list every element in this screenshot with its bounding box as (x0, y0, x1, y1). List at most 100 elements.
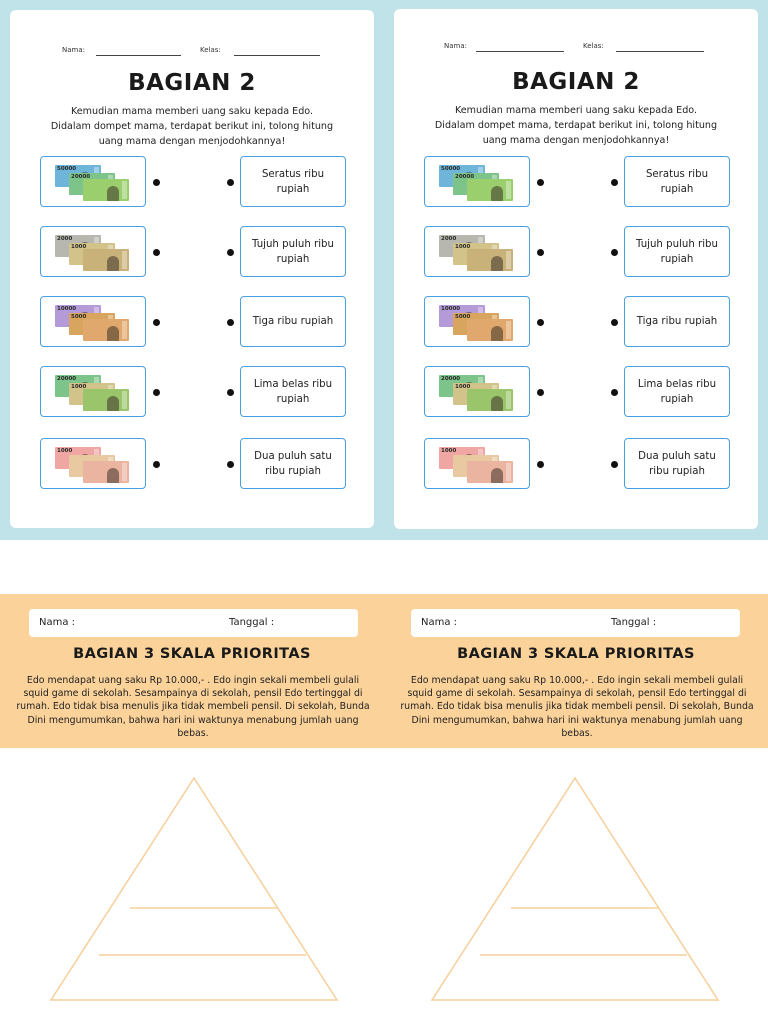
match-dot-left[interactable] (537, 389, 544, 396)
portrait-icon (107, 186, 119, 201)
name-label: Nama: (62, 46, 85, 54)
name-date-bar[interactable]: Nama : Tanggal : (411, 609, 740, 637)
banknote-illustration: 20000 1000 (437, 373, 515, 412)
class-line[interactable] (616, 51, 704, 52)
date-label: Tanggal : (229, 617, 275, 628)
match-dot-right[interactable] (611, 461, 618, 468)
banknote (83, 179, 129, 201)
class-line[interactable] (234, 55, 320, 56)
portrait-icon (491, 396, 503, 411)
banknote-value: 1000 (71, 384, 87, 390)
match-dot-left[interactable] (153, 461, 160, 468)
match-dot-left[interactable] (537, 249, 544, 256)
portrait-icon (107, 468, 119, 483)
security-stripe (122, 321, 127, 339)
portrait-icon (107, 396, 119, 411)
match-dot-right[interactable] (611, 249, 618, 256)
banknote (83, 319, 129, 341)
priority-story: Edo mendapat uang saku Rp 10.000,- . Edo… (400, 675, 754, 739)
answer-box: Tujuh puluh ribu rupiah (240, 226, 346, 277)
priority-title: BAGIAN 3 SKALA PRIORITAS (73, 646, 311, 662)
worksheet-left: Nama: Kelas: BAGIAN 2 Kemudian mama memb… (10, 10, 374, 528)
banknote (83, 461, 129, 483)
match-dot-left[interactable] (537, 319, 544, 326)
security-stripe (122, 463, 127, 481)
match-dot-left[interactable] (537, 179, 544, 186)
answer-box: Tiga ribu rupiah (240, 296, 346, 347)
answer-box: Tiga ribu rupiah (624, 296, 730, 347)
name-date-bar[interactable]: Nama : Tanggal : (29, 609, 358, 637)
banknote (467, 461, 513, 483)
banknote-value: 20000 (441, 376, 461, 382)
security-stripe (506, 251, 511, 269)
banknote (467, 249, 513, 271)
worksheet-background: Nama: Kelas: BAGIAN 2 Kemudian mama memb… (0, 0, 768, 540)
priority-panel-left: Nama : Tanggal : BAGIAN 3 SKALA PRIORITA… (0, 594, 384, 748)
class-label: Kelas: (583, 42, 604, 50)
date-label: Tanggal : (611, 617, 657, 628)
worksheet-right: Nama: Kelas: BAGIAN 2 Kemudian mama memb… (394, 9, 758, 529)
security-stripe (506, 463, 511, 481)
banknote-value: 20000 (455, 174, 475, 180)
name-line[interactable] (96, 55, 181, 56)
match-dot-left[interactable] (537, 461, 544, 468)
banknote-value: 5000 (455, 314, 471, 320)
name-label: Nama : (39, 617, 76, 628)
security-stripe (122, 391, 127, 409)
match-dot-right[interactable] (611, 389, 618, 396)
security-stripe (122, 251, 127, 269)
matching-row: 1000 Dua puluh satu ribu rupiah (394, 438, 758, 490)
match-dot-left[interactable] (153, 249, 160, 256)
match-dot-right[interactable] (227, 319, 234, 326)
banknote-value: 2000 (441, 236, 457, 242)
match-dot-left[interactable] (153, 179, 160, 186)
banknote-value: 1000 (441, 448, 457, 454)
name-line[interactable] (476, 51, 564, 52)
match-dot-right[interactable] (227, 249, 234, 256)
priority-header-band: Nama : Tanggal : BAGIAN 3 SKALA PRIORITA… (0, 594, 768, 748)
banknote (83, 389, 129, 411)
answer-box: Dua puluh satu ribu rupiah (624, 438, 730, 489)
money-box: 1000 (40, 438, 146, 489)
security-stripe (506, 391, 511, 409)
match-dot-left[interactable] (153, 389, 160, 396)
banknote-value: 20000 (71, 174, 91, 180)
match-dot-right[interactable] (227, 389, 234, 396)
answer-box: Seratus ribu rupiah (624, 156, 730, 207)
worksheet-title: BAGIAN 2 (128, 70, 256, 96)
match-dot-right[interactable] (227, 179, 234, 186)
money-box: 20000 1000 (424, 366, 530, 417)
banknote-value: 1000 (71, 244, 87, 250)
priority-pyramid-right (430, 776, 720, 1001)
security-stripe (506, 321, 511, 339)
security-stripe (506, 181, 511, 199)
name-class-row: Nama: Kelas: (10, 46, 374, 60)
priority-panel-right: Nama : Tanggal : BAGIAN 3 SKALA PRIORITA… (384, 594, 768, 748)
match-dot-right[interactable] (611, 319, 618, 326)
answer-box: Seratus ribu rupiah (240, 156, 346, 207)
match-dot-right[interactable] (611, 179, 618, 186)
match-dot-right[interactable] (227, 461, 234, 468)
banknote (467, 319, 513, 341)
banknote-illustration: 1000 (53, 445, 131, 484)
priority-title: BAGIAN 3 SKALA PRIORITAS (457, 646, 695, 662)
money-box: 1000 (424, 438, 530, 489)
portrait-icon (491, 326, 503, 341)
match-dot-left[interactable] (153, 319, 160, 326)
banknote-value: 10000 (441, 306, 461, 312)
banknote-value: 1000 (455, 384, 471, 390)
name-label: Nama: (444, 42, 467, 50)
priority-pyramid-left (49, 776, 339, 1001)
